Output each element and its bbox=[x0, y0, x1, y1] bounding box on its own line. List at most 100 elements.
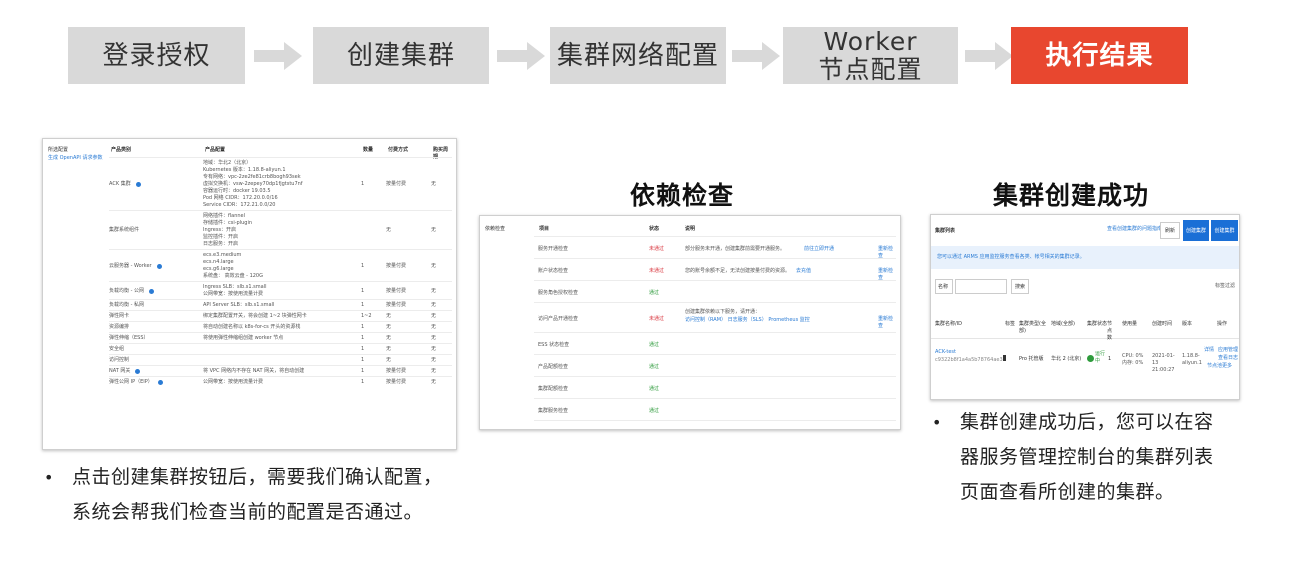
col-header[interactable]: 集群类型(全部) bbox=[1019, 321, 1046, 334]
config-cell-per: 无 bbox=[431, 287, 437, 294]
col-header: 项目 bbox=[539, 226, 550, 232]
config-cell-detail: 系统盘： 高效云盘 - 120G bbox=[203, 273, 263, 279]
step-create-cluster: 创建集群 bbox=[313, 27, 489, 84]
config-cell-per: 无 bbox=[431, 368, 437, 374]
left-caption: • 点击创建集群按钮后，需要我们确认配置， 系统会帮我们检查当前的配置是否通过。 bbox=[44, 460, 443, 530]
config-cell-per: 无 bbox=[431, 262, 437, 269]
arrow-right-icon bbox=[732, 42, 780, 70]
col-header[interactable]: 地域(全部) bbox=[1051, 321, 1075, 327]
config-cell-qty: 1 bbox=[361, 346, 365, 352]
config-cell-pay: 按量付费 bbox=[386, 181, 407, 187]
col-header: 节点数 bbox=[1107, 321, 1113, 341]
refresh-button[interactable]: 刷新 bbox=[1160, 222, 1180, 239]
config-cell-per: 无 bbox=[431, 227, 437, 233]
col-header: 集群状态 bbox=[1087, 321, 1108, 327]
col-header: 产品类别 bbox=[111, 147, 132, 153]
recheck-link[interactable]: 重新检查 bbox=[878, 245, 894, 259]
step-progress-bar: 登录授权 创建集群 集群网络配置 Worker 节点配置 执行结果 bbox=[68, 27, 1188, 84]
config-cell-pay: 无 bbox=[386, 357, 392, 363]
dependency-check-screenshot: 依赖检查 项目 状态 说明 服务开通检查未通过部分服务未开通，创建集群前需要开通… bbox=[479, 215, 901, 430]
dependency-note-link[interactable]: 前往立即开通 bbox=[804, 245, 835, 252]
config-cell-detail: ecs.g6.large bbox=[203, 266, 234, 272]
col-header: 说明 bbox=[685, 226, 696, 232]
col-header: 集群名称/ID bbox=[935, 321, 963, 327]
search-field-select[interactable]: 名称 bbox=[935, 279, 953, 294]
running-status-icon bbox=[1087, 355, 1094, 362]
config-cell-name: 访问控制 bbox=[109, 357, 130, 363]
notice-bar: 您可以通过 ARMS 应用监控服务查看各类、帐号相关的集群记录。 bbox=[931, 246, 1239, 269]
tag-filter[interactable]: 标签过滤 bbox=[1214, 283, 1235, 289]
step-label-line1: Worker bbox=[823, 26, 918, 56]
arrow-right-icon bbox=[965, 42, 1013, 70]
recheck-link[interactable]: 重新检查 bbox=[878, 267, 894, 281]
refresh-label: 刷新 bbox=[1164, 228, 1175, 234]
config-cell-detail: 专有网络：vpc-2ze2fe81crb8bogh93sek bbox=[203, 174, 301, 180]
config-cell-detail: 公网带宽：按使用流量计费 bbox=[203, 379, 264, 385]
col-header: 创建时间 bbox=[1152, 321, 1173, 327]
dependency-item: 账户状态检查 bbox=[538, 267, 569, 274]
config-cell-detail: 存储插件：csi-plugin bbox=[203, 220, 253, 226]
step-label: 登录授权 bbox=[102, 40, 211, 71]
col-header: 使用量 bbox=[1122, 321, 1138, 327]
cluster-table-row: ACK-test c9322b8f1a4a5b78764ae38c8b7f Pr… bbox=[931, 341, 1239, 391]
view-logs-link[interactable]: 查看日志 bbox=[1218, 355, 1239, 361]
config-cell-detail: ecs.n4.large bbox=[203, 259, 234, 265]
dependency-note-link[interactable]: 去充值 bbox=[796, 267, 812, 274]
config-cell-name: 弹性网卡 bbox=[109, 313, 130, 319]
dependency-status: 通过 bbox=[649, 289, 660, 296]
col-header: 标签 bbox=[1005, 321, 1016, 327]
dependency-row: 账户状态检查未通过您的账号余额不足，无法创建按量付费的资源。去充值重新检查 bbox=[534, 258, 896, 281]
details-link[interactable]: 详情 bbox=[1204, 347, 1215, 353]
search-input[interactable] bbox=[955, 279, 1007, 294]
create-cluster-button[interactable]: 创建集群 bbox=[1183, 220, 1209, 241]
recheck-link[interactable]: 重新检查 bbox=[878, 315, 894, 329]
config-cell-name: 集群系统组件 bbox=[109, 227, 140, 233]
help-icon[interactable] bbox=[157, 263, 162, 269]
col-header: 数量 bbox=[363, 147, 374, 153]
help-icon[interactable] bbox=[135, 369, 140, 374]
guide-link[interactable]: 查看创建集群的问题指南 bbox=[1107, 226, 1163, 232]
search-button[interactable]: 搜索 bbox=[1011, 279, 1029, 294]
step-label: 创建集群 bbox=[346, 40, 455, 71]
dependency-item: 集群服务检查 bbox=[538, 407, 569, 414]
config-cell-detail: Kubernetes 版本：1.18.8-aliyun.1 bbox=[203, 167, 286, 173]
cluster-name-link[interactable]: ACK-test bbox=[935, 349, 956, 355]
config-cell-detail: Ingress SLB：slb.s1.small bbox=[203, 284, 267, 290]
config-cell-detail: 公网带宽：按使用流量计费 bbox=[203, 291, 264, 297]
dependency-row: 服务角色授权检查通过 bbox=[534, 280, 896, 302]
caption-line: 系统会帮我们检查当前的配置是否通过。 bbox=[72, 501, 424, 523]
dependency-note-link[interactable]: 访问控制（RAM） 日志服务（SLS） Prometheus 监控 bbox=[685, 317, 810, 323]
col-header: 状态 bbox=[649, 226, 660, 232]
help-icon[interactable] bbox=[136, 182, 141, 187]
config-cell-pay: 按量付费 bbox=[386, 302, 407, 308]
config-cell-pay: 按量付费 bbox=[386, 368, 407, 374]
config-cell-pay: 无 bbox=[386, 313, 392, 319]
cluster-list-screenshot: 集群列表 查看创建集群的问题指南 刷新 创建集群 创建集群 您可以通过 ARMS… bbox=[930, 214, 1240, 400]
node-pool-link[interactable]: 节点池 bbox=[1207, 363, 1223, 369]
dependency-row: 服务开通检查未通过部分服务未开通，创建集群前需要开通服务。前往立即开通重新检查 bbox=[534, 236, 896, 259]
caption-line: 集群创建成功后，您可以在容 bbox=[960, 411, 1214, 433]
config-cell-pay: 无 bbox=[386, 227, 392, 233]
more-link[interactable]: 更多 bbox=[1222, 363, 1233, 369]
config-cell-detail: 虚拟交换机：vsw-2zepey70dp1fjgtstu7nf bbox=[203, 181, 303, 187]
tag-icon[interactable] bbox=[1003, 355, 1006, 361]
create-cluster-button-2[interactable]: 创建集群 bbox=[1211, 220, 1238, 241]
openapi-link[interactable]: 生成 OpenAPI 请求参数 bbox=[48, 155, 103, 161]
help-icon[interactable] bbox=[149, 288, 154, 294]
dep-side-label: 依赖检查 bbox=[485, 226, 506, 232]
config-cell-per: 无 bbox=[431, 181, 437, 187]
config-cell-per: 无 bbox=[431, 357, 437, 363]
config-table-header: 产品类别 产品配置 数量 付费方式 购买周期 bbox=[49, 146, 450, 160]
config-cell-detail: 将自动创建名称以 k8s-for-cs 开头的资源栈 bbox=[203, 324, 301, 330]
dependency-row: 集群配额检查通过 bbox=[534, 376, 896, 398]
app-manage-link[interactable]: 应用管理 bbox=[1218, 347, 1239, 353]
dependency-note: 创建集群依赖以下服务，请开通： bbox=[685, 309, 761, 315]
dependency-item: 产品配额检查 bbox=[538, 363, 569, 370]
config-cell-detail: 网络插件：flannel bbox=[203, 213, 246, 219]
config-cell-per: 无 bbox=[431, 324, 437, 330]
help-icon[interactable] bbox=[158, 380, 163, 385]
config-cell-name: 负载均衡 - 公网 bbox=[109, 287, 144, 294]
